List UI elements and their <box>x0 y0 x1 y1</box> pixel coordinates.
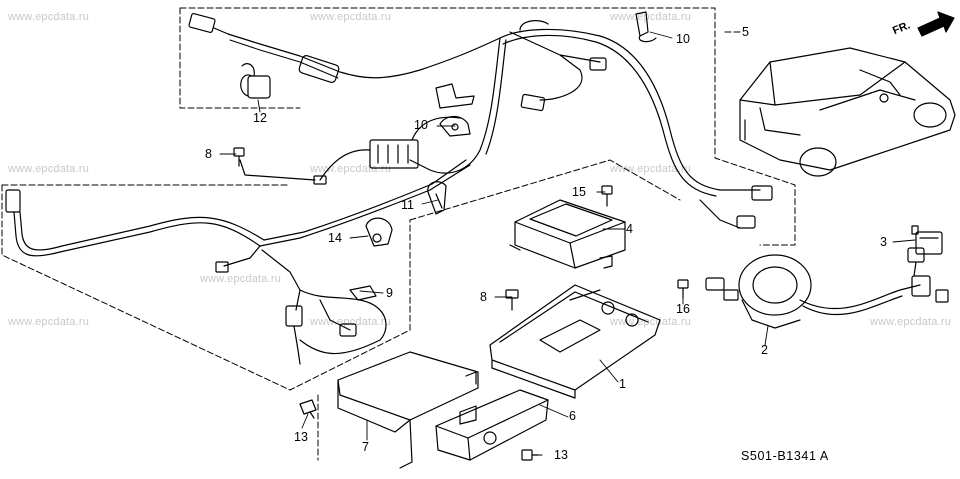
callout-8-upper: 8 <box>205 147 212 161</box>
bolt-8-upper <box>233 147 245 167</box>
bolt-13-left <box>299 399 317 419</box>
bolt-13-right <box>521 449 539 461</box>
watermark: www.epcdata.ru <box>610 163 692 175</box>
callout-6: 6 <box>569 409 576 423</box>
callout-2: 2 <box>761 343 768 357</box>
harness-upper <box>188 12 773 229</box>
callout-12: 12 <box>253 111 267 125</box>
callout-10-top: 10 <box>676 32 690 46</box>
callout-9: 9 <box>386 286 393 300</box>
watermark: www.epcdata.ru <box>310 11 392 23</box>
bracket-1 <box>489 284 661 399</box>
fr-direction-arrow <box>917 11 955 37</box>
callout-5: 5 <box>742 25 749 39</box>
callout-10-mid: 10 <box>414 118 428 132</box>
group-frame-lower <box>1 159 681 461</box>
group-frame-upper <box>179 7 796 246</box>
callout-1: 1 <box>619 377 626 391</box>
watermark: www.epcdata.ru <box>200 273 282 285</box>
callout-13-right: 13 <box>554 448 568 462</box>
bolt-16 <box>677 279 689 299</box>
clip-10-mid <box>439 115 471 137</box>
bolt-8-lower <box>505 289 519 311</box>
callout-11: 11 <box>401 198 414 212</box>
clock-spring-2 <box>705 247 949 329</box>
clip-10-top <box>635 11 657 43</box>
vehicle-silhouette <box>739 47 956 177</box>
srs-unit-4 <box>509 199 626 269</box>
clip-12 <box>240 63 271 99</box>
harness-lower <box>5 159 471 365</box>
callout-4: 4 <box>626 222 633 236</box>
watermark: www.epcdata.ru <box>8 316 90 328</box>
sensor-3 <box>911 225 943 255</box>
clip-upper-bracket <box>435 83 475 109</box>
watermark: www.epcdata.ru <box>8 163 90 175</box>
diagram-code: S501-B1341 A <box>741 449 829 463</box>
callout-7: 7 <box>362 440 369 454</box>
callout-14: 14 <box>328 231 342 245</box>
callout-16: 16 <box>676 302 690 316</box>
callout-8-lower: 8 <box>480 290 487 304</box>
bolt-15 <box>601 185 613 207</box>
clip-9 <box>349 285 377 301</box>
callout-15: 15 <box>572 185 586 199</box>
cover-6 <box>435 389 549 461</box>
watermark: www.epcdata.ru <box>610 316 692 328</box>
watermark: www.epcdata.ru <box>310 316 392 328</box>
watermark: www.epcdata.ru <box>610 11 692 23</box>
panel-7 <box>337 351 479 469</box>
watermark: www.epcdata.ru <box>870 316 952 328</box>
callout-3: 3 <box>880 235 887 249</box>
leader-lines <box>219 31 916 456</box>
clip-14 <box>365 217 393 247</box>
clip-11 <box>427 181 447 215</box>
watermark: www.epcdata.ru <box>8 11 90 23</box>
callout-13-left: 13 <box>294 430 308 444</box>
